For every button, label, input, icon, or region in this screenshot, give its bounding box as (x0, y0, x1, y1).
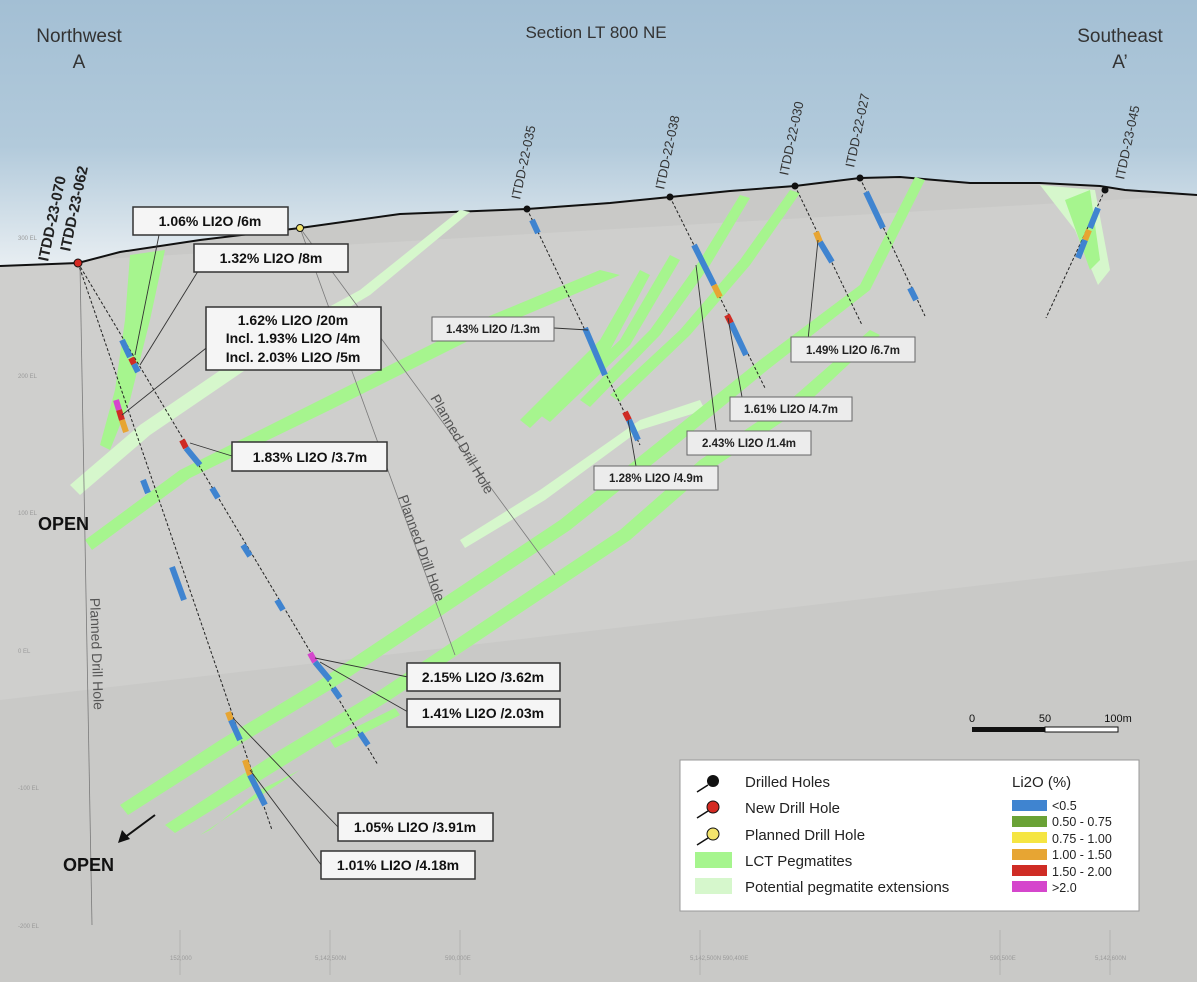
coordinate-ticks (179, 930, 1111, 975)
svg-text:152,000: 152,000 (170, 956, 192, 962)
intercept-boxes: 1.06% LI2O /6m 1.32% LI2O /8m 1.62% LI2O… (132, 206, 561, 880)
intercept-7: 1.05% LI2O /3.91m (337, 812, 494, 842)
svg-text:-100 EL: -100 EL (18, 786, 40, 792)
svg-text:1.49% LI2O /6.7m: 1.49% LI2O /6.7m (806, 345, 900, 357)
grade-title: Li2O (%) (1012, 774, 1071, 791)
scale-bar-light (1044, 726, 1119, 733)
svg-text:5,142,500N: 5,142,500N (315, 956, 346, 962)
scale-end: 100m (1104, 713, 1132, 725)
legend-planned: Planned Drill Hole (696, 827, 865, 846)
collar-markers (73, 174, 1109, 268)
intercept-3: 1.62% LI2O /20m Incl. 1.93% LI2O /4m Inc… (205, 306, 382, 371)
svg-text:1.00 - 1.50: 1.00 - 1.50 (1052, 848, 1112, 862)
svg-text:200 EL: 200 EL (18, 374, 38, 380)
svg-text:Incl. 1.93% LI2O /4m: Incl. 1.93% LI2O /4m (226, 330, 361, 346)
intercept-12: 1.61% LI2O /4.7m (729, 396, 853, 422)
drilled-collar (856, 174, 864, 182)
svg-text:>2.0: >2.0 (1052, 881, 1077, 895)
sky (0, 0, 1197, 266)
legend-drilled: Drilled Holes (696, 774, 830, 793)
svg-text:100 EL: 100 EL (18, 511, 38, 517)
svg-text:0.50 - 0.75: 0.50 - 0.75 (1052, 815, 1112, 829)
planned-hole-collar (296, 224, 304, 232)
svg-text:1.28% LI2O /4.9m: 1.28% LI2O /4.9m (609, 473, 703, 485)
lct-pegmatites (85, 177, 1100, 835)
svg-text:<0.5: <0.5 (1052, 799, 1077, 813)
drilled-collar (1101, 186, 1109, 194)
svg-text:0 EL: 0 EL (18, 649, 31, 655)
intercept-2: 1.32% LI2O /8m (193, 243, 349, 273)
svg-text:1.61% LI2O /4.7m: 1.61% LI2O /4.7m (744, 404, 838, 416)
scale-bar: 0 50 100m (969, 713, 1132, 733)
section-title: Section LT 800 NE (525, 23, 666, 42)
intercept-6: 1.41% LI2O /2.03m (406, 698, 561, 728)
svg-text:1.41% LI2O /2.03m: 1.41% LI2O /2.03m (422, 705, 544, 721)
svg-text:1.32% LI2O /8m: 1.32% LI2O /8m (220, 250, 323, 266)
scale-bar-dark (972, 727, 1045, 732)
svg-text:590,000E: 590,000E (445, 956, 471, 962)
svg-text:5,142,600N: 5,142,600N (1095, 956, 1126, 962)
open-label-1: OPEN (38, 514, 89, 534)
legend: Drilled Holes New Drill Hole Planned Dri… (679, 759, 1140, 912)
svg-text:300 EL: 300 EL (18, 236, 38, 242)
drilled-collar (666, 193, 674, 201)
svg-text:1.62% LI2O /20m: 1.62% LI2O /20m (238, 312, 349, 328)
intercept-10: 1.28% LI2O /4.9m (593, 465, 719, 491)
drilled-collar (791, 182, 799, 190)
intercept-1: 1.06% LI2O /6m (132, 206, 289, 236)
svg-text:1.06% LI2O /6m: 1.06% LI2O /6m (159, 213, 262, 229)
open-arrow (118, 814, 156, 843)
svg-text:590,500E: 590,500E (990, 956, 1016, 962)
svg-text:LCT Pegmatites: LCT Pegmatites (745, 853, 852, 870)
svg-text:2.15% LI2O /3.62m: 2.15% LI2O /3.62m (422, 669, 544, 685)
intercept-5: 2.15% LI2O /3.62m (406, 662, 561, 692)
open-label-2: OPEN (63, 855, 114, 875)
intercept-13: 1.49% LI2O /6.7m (790, 336, 916, 363)
svg-text:1.83% LI2O /3.7m: 1.83% LI2O /3.7m (253, 449, 367, 465)
svg-text:New Drill Hole: New Drill Hole (745, 800, 840, 817)
legend-new: New Drill Hole (696, 800, 840, 819)
svg-text:2.43% LI2O /1.4m: 2.43% LI2O /1.4m (702, 438, 796, 450)
elevation-ticks: 300 EL 200 EL 100 EL 0 EL -100 EL -200 E… (18, 236, 1126, 962)
right-marker: A’ (1112, 52, 1127, 73)
new-hole-collar (73, 258, 83, 268)
left-marker: A (73, 52, 86, 73)
svg-text:Drilled Holes: Drilled Holes (745, 774, 830, 791)
intercept-4: 1.83% LI2O /3.7m (231, 441, 388, 472)
svg-text:5,142,500N 590,400E: 5,142,500N 590,400E (690, 956, 748, 962)
right-direction: Southeast (1077, 26, 1163, 47)
intercept-11: 2.43% LI2O /1.4m (686, 430, 812, 456)
svg-text:Potential pegmatite extensions: Potential pegmatite extensions (745, 879, 949, 896)
scale-zero: 0 (969, 713, 975, 725)
svg-text:1.05% LI2O /3.91m: 1.05% LI2O /3.91m (354, 819, 476, 835)
assay-segments (113, 190, 1101, 807)
legend-extension: Potential pegmatite extensions (695, 878, 949, 896)
svg-text:Incl. 2.03% LI2O /5m: Incl. 2.03% LI2O /5m (226, 349, 361, 365)
drilled-collar (523, 205, 531, 213)
left-direction: Northwest (36, 26, 122, 47)
svg-text:1.01% LI2O /4.18m: 1.01% LI2O /4.18m (337, 857, 459, 873)
svg-text:0.75 - 1.00: 0.75 - 1.00 (1052, 832, 1112, 846)
intercept-9: 1.43% LI2O /1.3m (431, 316, 555, 342)
grade-scale: <0.5 0.50 - 0.75 0.75 - 1.00 1.00 - 1.50… (1012, 799, 1112, 895)
topography-line (0, 175, 1197, 267)
scale-mid: 50 (1039, 713, 1051, 725)
legend-box (679, 759, 1140, 912)
small-intercept-boxes: 1.43% LI2O /1.3m 1.28% LI2O /4.9m 2.43% … (431, 316, 916, 491)
svg-text:Planned Drill Hole: Planned Drill Hole (745, 827, 865, 844)
svg-text:1.43% LI2O /1.3m: 1.43% LI2O /1.3m (446, 324, 540, 336)
planned-label-3: Planned Drill Hole (87, 598, 107, 711)
leader-lines (121, 229, 819, 867)
svg-text:1.50 - 2.00: 1.50 - 2.00 (1052, 865, 1112, 879)
svg-text:-200 EL: -200 EL (18, 924, 40, 930)
legend-pegmatite: LCT Pegmatites (695, 852, 852, 870)
intercept-8: 1.01% LI2O /4.18m (320, 850, 476, 880)
